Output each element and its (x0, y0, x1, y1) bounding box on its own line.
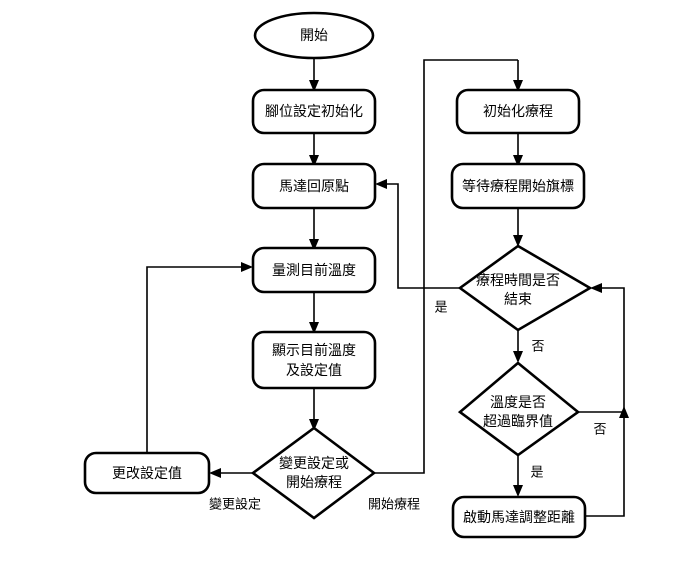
temp-over-label-line1: 溫度是否 (490, 395, 546, 411)
arrowhead-motor-home-to-measure-temp (309, 239, 319, 251)
node-time-end[interactable]: 療程時間是否 結束 (457, 244, 593, 332)
node-motor-adjust[interactable]: 啟動馬達調整距離 (451, 495, 587, 539)
decide-mode-label-line2: 開始療程 (286, 474, 342, 491)
arrowhead-pin-init-to-motor-home (309, 155, 319, 167)
time-end-diamond-shape (457, 244, 593, 332)
arrowhead-init-course-to-wait-flag (513, 155, 523, 167)
node-init-course[interactable]: 初始化療程 (455, 88, 581, 135)
node-measure-temp[interactable]: 量測目前溫度 (251, 246, 377, 294)
init-course-label: 初始化療程 (483, 103, 553, 120)
node-pin-init[interactable]: 腳位設定初始化 (251, 88, 377, 135)
edge-decide-mode-to-init-course (374, 59, 518, 474)
show-temp-label-line2: 及設定值 (286, 363, 342, 379)
edge-label-start-course: 開始療程 (368, 498, 420, 513)
arrowhead-time-end-no-to-temp-over (513, 351, 523, 363)
wait-flag-rect-shape (450, 162, 586, 210)
time-end-label-line1: 療程時間是否 (476, 272, 560, 289)
node-decide-mode[interactable]: 變更設定或 開始療程 (250, 426, 377, 520)
edge-label-no-temp: 否 (593, 423, 606, 438)
measure-temp-rect-shape (251, 246, 377, 294)
edges-layer (146, 58, 629, 517)
init-course-rect-shape (455, 88, 581, 135)
edge-change-set-to-measure-temp (146, 266, 246, 453)
node-start[interactable]: 開始 (253, 11, 375, 60)
motor-home-label: 馬達回原點 (279, 179, 349, 195)
temp-over-label-line2: 超過臨界值 (483, 414, 553, 430)
temp-over-diamond-shape (457, 361, 581, 457)
start-label: 開始 (300, 28, 328, 44)
motor-adjust-label: 啟動馬達調整距離 (463, 509, 575, 526)
arrowhead-decide-mode-to-init-course (513, 80, 523, 92)
arrowhead-measure-temp-to-show-temp (309, 322, 319, 334)
edge-label-yes-time: 是 (434, 301, 447, 316)
arrowhead-start-to-pin-init (309, 80, 319, 92)
change-set-rect-shape (83, 451, 211, 495)
measure-temp-label: 量測目前溫度 (272, 262, 356, 279)
edge-label-change-setting: 變更設定 (209, 497, 261, 513)
time-end-label-line2: 結束 (504, 292, 532, 308)
arrowhead-time-end-yes-to-motor-home (375, 179, 387, 189)
arrowhead-show-temp-to-decide-mode (309, 419, 319, 431)
arrowhead-temp-over-yes-to-motor-adjust (513, 485, 523, 497)
arrowhead-decide-mode-to-change-set (209, 468, 221, 478)
edge-temp-over-no-to-time-end (578, 287, 625, 413)
change-set-label: 更改設定值 (112, 466, 182, 482)
arrowhead-change-set-to-measure-temp (241, 262, 253, 272)
start-ellipse-shape (253, 11, 375, 60)
edge-label-yes-temp: 是 (530, 466, 543, 481)
node-temp-over[interactable]: 溫度是否 超過臨界值 (457, 361, 581, 457)
decide-mode-label-line1: 變更設定或 (279, 456, 349, 472)
edge-labels-layer: 變更設定 開始療程 是 否 否 是 (209, 301, 607, 513)
node-show-temp[interactable]: 顯示目前溫度 及設定值 (251, 330, 377, 390)
pin-init-label: 腳位設定初始化 (265, 103, 363, 120)
node-wait-flag[interactable]: 等待療程開始旗標 (450, 162, 586, 210)
node-change-set[interactable]: 更改設定值 (83, 451, 211, 495)
pin-init-rect-shape (251, 88, 377, 135)
edge-label-no-time: 否 (531, 340, 544, 355)
show-temp-label-line1: 顯示目前溫度 (272, 342, 356, 359)
arrowhead-temp-over-no-to-time-end (590, 283, 602, 293)
show-temp-rect-shape (251, 330, 377, 390)
wait-flag-label: 等待療程開始旗標 (462, 178, 574, 195)
node-motor-home[interactable]: 馬達回原點 (251, 162, 377, 210)
edge-motor-adjust-to-time-end-loop (585, 412, 625, 517)
motor-home-rect-shape (251, 162, 377, 210)
edge-time-end-yes-to-motor-home (381, 183, 460, 289)
decide-mode-diamond-shape (250, 426, 377, 520)
motor-adjust-rect-shape (451, 495, 587, 539)
arrowhead-wait-flag-to-time-end (513, 235, 523, 247)
